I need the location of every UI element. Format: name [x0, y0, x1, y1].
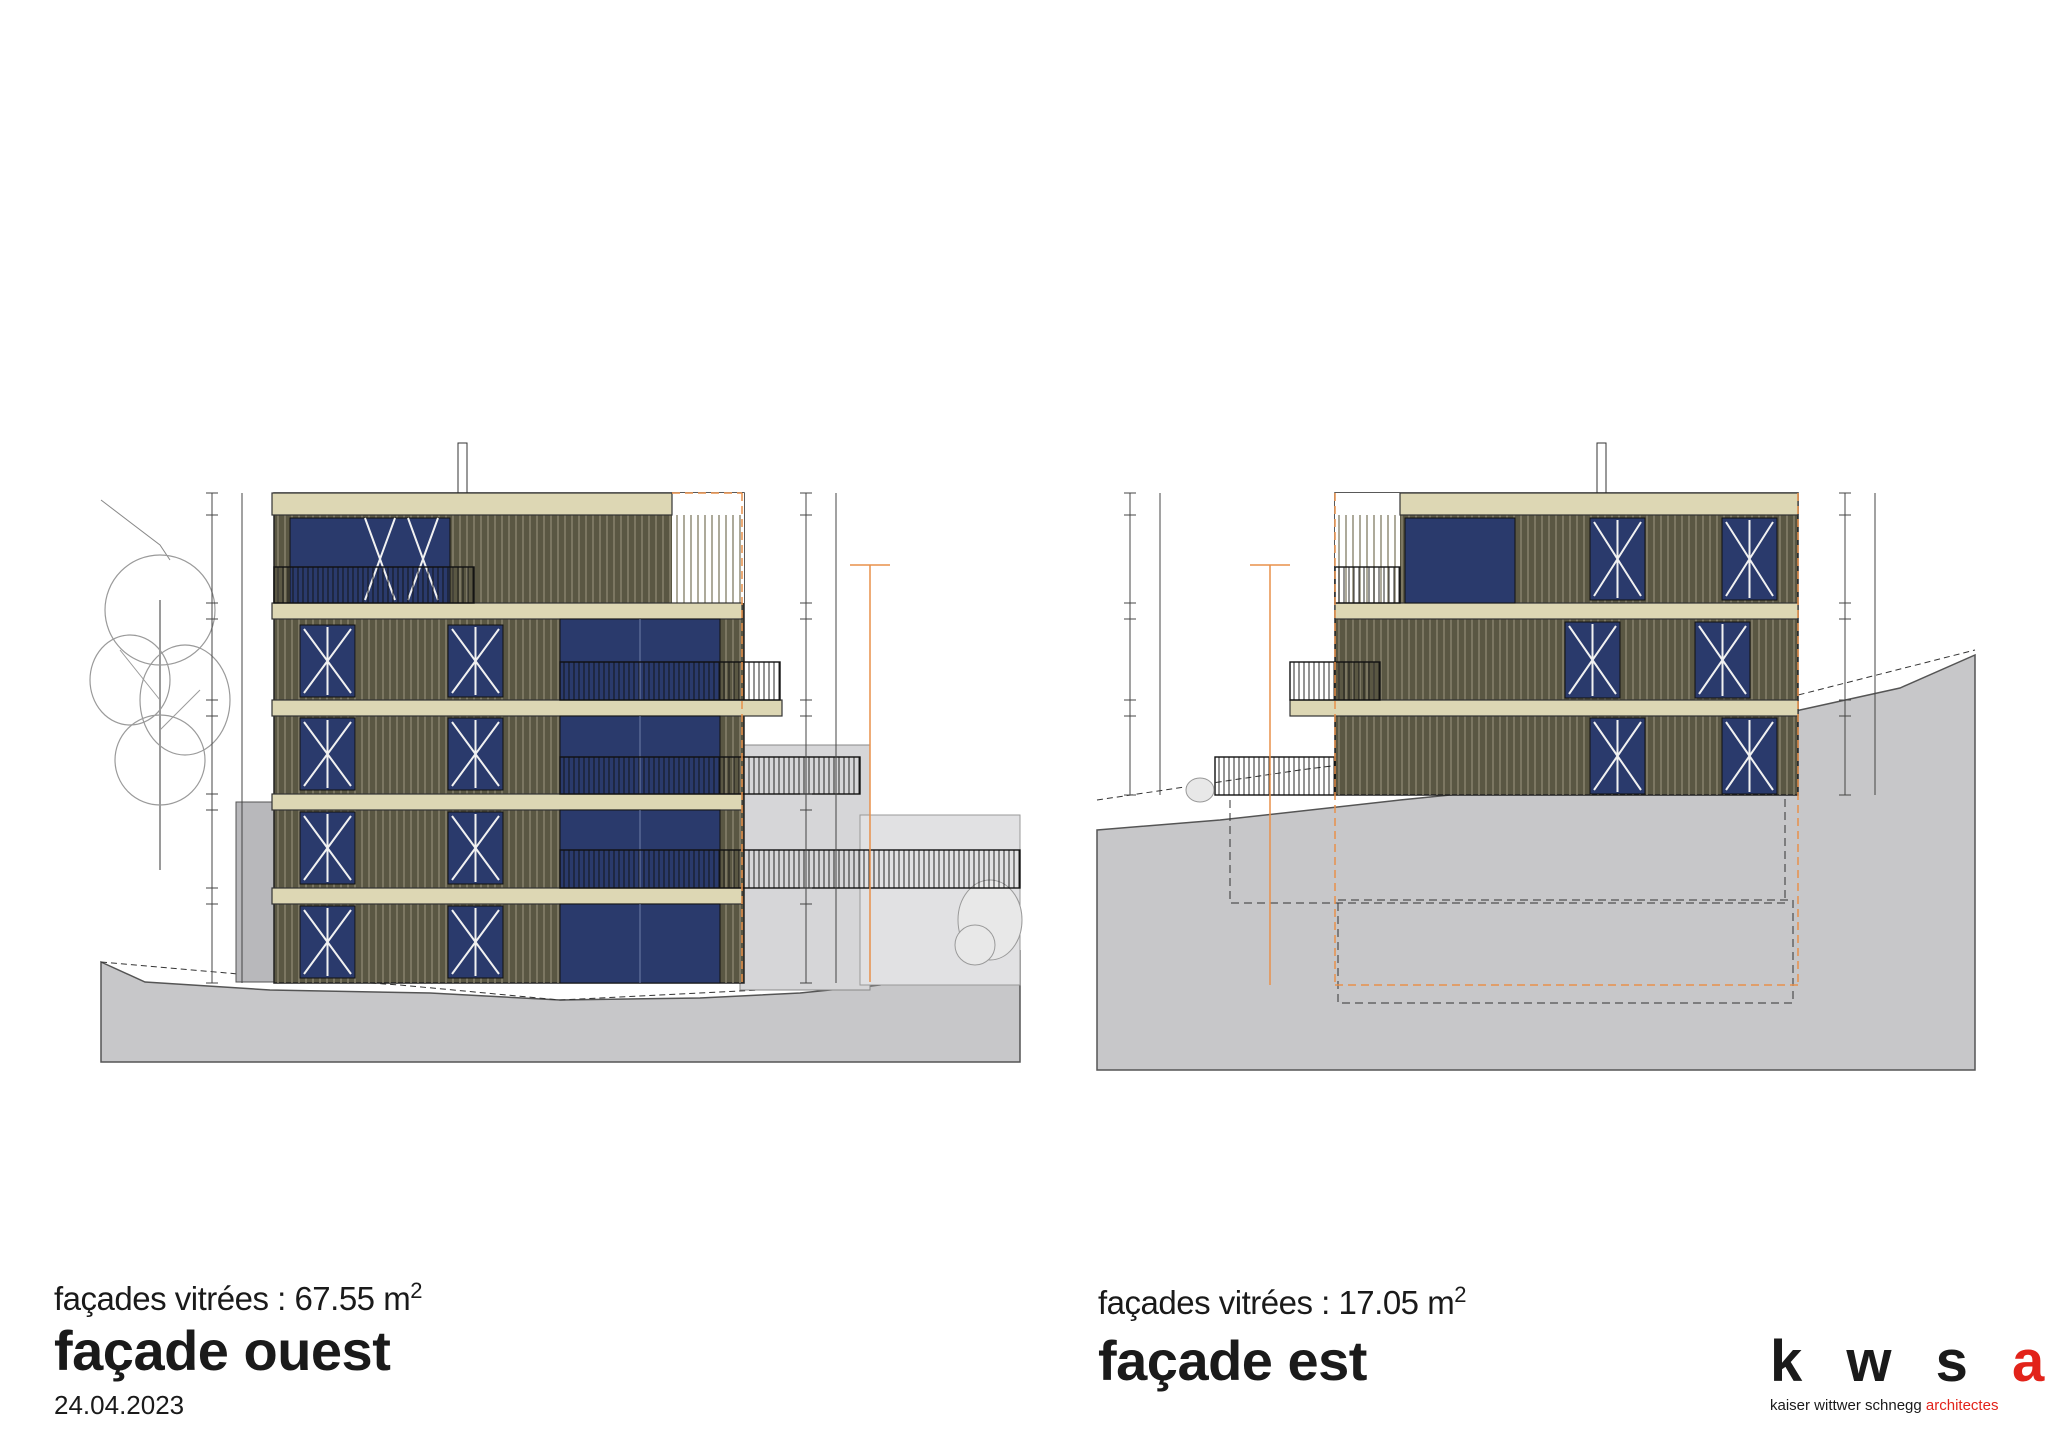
west-orange-solid	[850, 564, 890, 982]
west-elevation	[89, 442, 1023, 1063]
west-facade-title: façade ouest	[54, 1319, 391, 1382]
east-orange-solid	[1250, 564, 1290, 985]
east-glass-area: façades vitrées : 17.05 m2	[1098, 1284, 1466, 1322]
west-dimension-lines	[206, 492, 837, 984]
east-basement-2	[1337, 899, 1794, 1004]
logo-letters: k w s a	[1770, 1328, 2044, 1395]
east-slabs	[1289, 492, 1799, 717]
west-tree-right	[954, 879, 1023, 966]
west-orange-lines	[672, 492, 743, 983]
east-dimension-lines	[1124, 492, 1876, 796]
drawing-date: 24.04.2023	[54, 1390, 185, 1420]
west-chimney	[457, 442, 468, 494]
east-glass-area-unit-sup: 2	[1454, 1282, 1466, 1307]
logo-tagline-accent: architectes	[1925, 1397, 1999, 1414]
west-glass-area-text: façades vitrées : 67.55 m	[54, 1280, 411, 1317]
east-glass-area-text: façades vitrées : 17.05 m	[1098, 1284, 1455, 1321]
west-top-windows	[289, 517, 451, 604]
east-orange-lines	[1334, 493, 1799, 986]
east-top-window	[1404, 517, 1516, 604]
west-tree-left	[89, 554, 231, 870]
logo-tagline-main: kaiser wittwer schnegg	[1770, 1397, 1922, 1414]
west-glass-area-unit-sup: 2	[410, 1278, 422, 1303]
west-ground	[100, 950, 1021, 1063]
west-wall-right	[739, 744, 871, 991]
west-left-slope	[100, 499, 171, 561]
east-windows	[1564, 517, 1778, 795]
logo-letter-accent: a	[2011, 1329, 2048, 1394]
west-windows	[299, 624, 504, 979]
east-chimney	[1596, 442, 1607, 494]
west-glass-area: façades vitrées : 67.55 m2	[54, 1280, 422, 1318]
kwsa-logo: k w s a kaiser wittwer schnegg architect…	[1770, 1328, 2044, 1414]
west-slabs	[271, 492, 783, 905]
east-facade-title: façade est	[1098, 1329, 1367, 1392]
east-shrub	[1185, 777, 1215, 803]
east-elevation	[1096, 442, 1976, 1071]
logo-tagline: kaiser wittwer schnegg architectes	[1770, 1397, 2040, 1414]
west-balcony-railings	[273, 566, 1021, 889]
east-balcony-railings	[1214, 566, 1401, 796]
logo-letters-main: k w s	[1770, 1329, 1982, 1394]
